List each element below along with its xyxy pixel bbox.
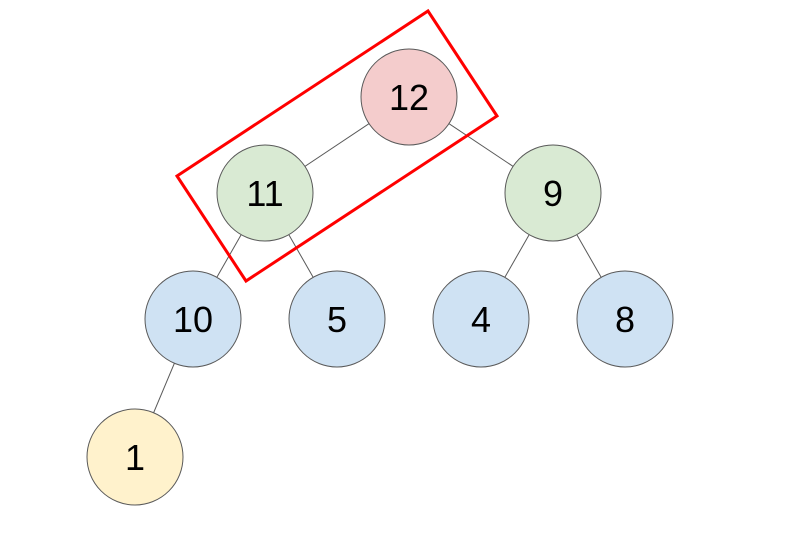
tree-node-10: 10 [144,270,242,368]
node-label: 1 [125,437,145,478]
node-label: 11 [246,173,283,214]
tree-node-8: 8 [576,270,674,368]
node-label: 8 [615,299,635,340]
node-circle [576,270,674,368]
node-label: 4 [471,299,491,340]
node-circle [216,144,314,242]
tree-node-5: 5 [288,270,386,368]
tree-node-4: 4 [432,270,530,368]
node-circle [86,408,184,506]
tree-node-11: 11 [216,144,314,242]
node-label: 10 [173,299,213,340]
node-label: 12 [389,77,429,118]
node-circle [288,270,386,368]
highlight-box [174,8,500,284]
tree-node-12: 12 [360,48,458,146]
node-circle [504,144,602,242]
node-circle [432,270,530,368]
node-circle [144,270,242,368]
node-label: 9 [543,173,563,214]
node-circle [360,48,458,146]
node-label: 5 [327,299,347,340]
tree-node-9: 9 [504,144,602,242]
tree-node-1: 1 [86,408,184,506]
